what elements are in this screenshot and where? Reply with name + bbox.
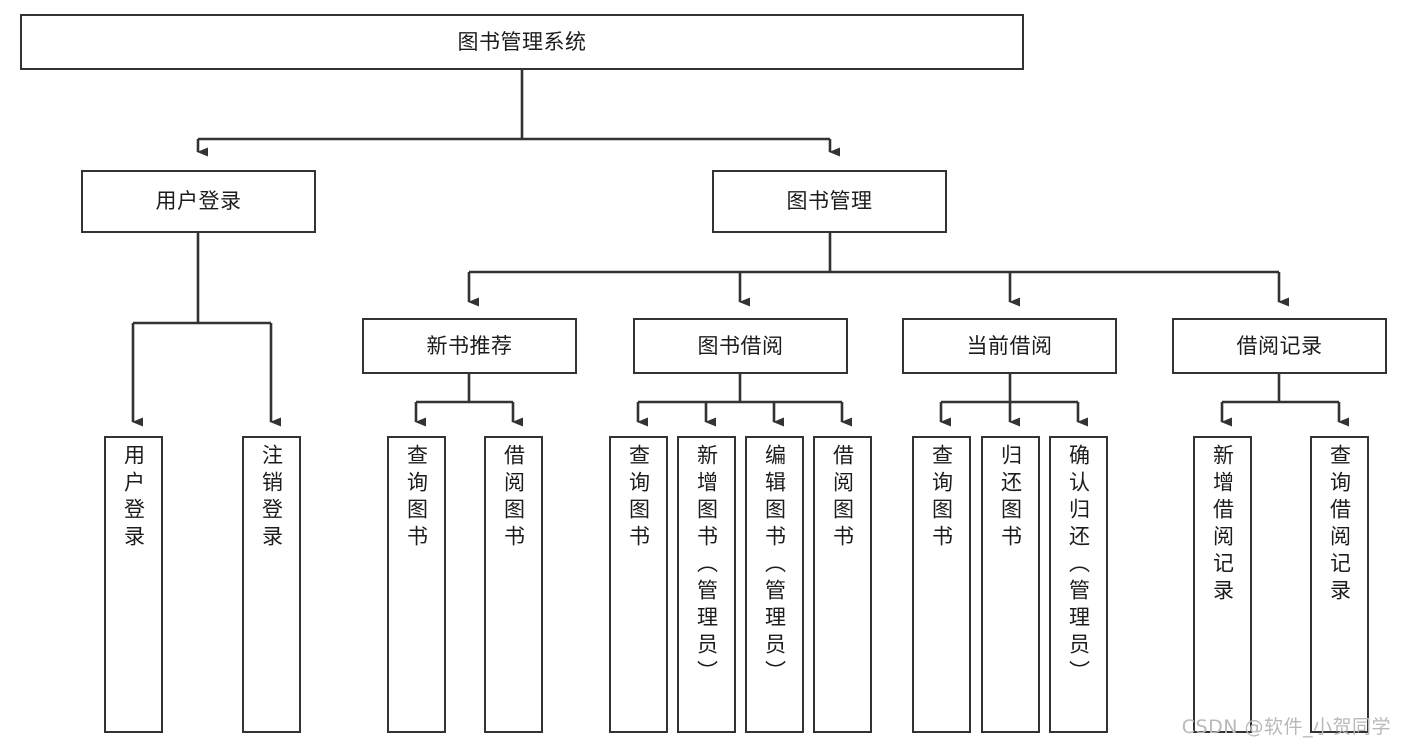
- node-leaf-add-record-label: 新增借阅记录: [1210, 444, 1235, 606]
- node-leaf-return-book[interactable]: 归还图书: [981, 436, 1040, 733]
- node-book-borrow-label: 图书借阅: [697, 333, 784, 358]
- node-leaf-return-book-label: 归还图书: [998, 444, 1023, 552]
- node-leaf-edit-book[interactable]: 编辑图书（管理员）: [745, 436, 804, 733]
- node-leaf-user-logout[interactable]: 注销登录: [242, 436, 301, 733]
- node-root-label: 图书管理系统: [457, 29, 587, 54]
- node-leaf-query-book-3[interactable]: 查询图书: [912, 436, 971, 733]
- node-leaf-user-logout-label: 注销登录: [259, 444, 284, 552]
- node-book-manage[interactable]: 图书管理: [712, 170, 947, 233]
- node-new-book-recommend[interactable]: 新书推荐: [362, 318, 577, 374]
- node-leaf-query-record[interactable]: 查询借阅记录: [1310, 436, 1369, 733]
- node-leaf-user-login-label: 用户登录: [121, 444, 146, 552]
- node-book-borrow[interactable]: 图书借阅: [633, 318, 848, 374]
- node-new-book-recommend-label: 新书推荐: [426, 333, 513, 358]
- node-leaf-query-book-1-label: 查询图书: [404, 444, 429, 552]
- node-leaf-borrow-book-2-label: 借阅图书: [830, 444, 855, 552]
- node-borrow-record-label: 借阅记录: [1236, 333, 1323, 358]
- node-current-borrow[interactable]: 当前借阅: [902, 318, 1117, 374]
- node-leaf-user-login[interactable]: 用户登录: [104, 436, 163, 733]
- node-leaf-confirm-return[interactable]: 确认归还（管理员）: [1049, 436, 1108, 733]
- node-book-manage-label: 图书管理: [786, 189, 873, 214]
- node-current-borrow-label: 当前借阅: [966, 333, 1053, 358]
- node-leaf-borrow-book-2[interactable]: 借阅图书: [813, 436, 872, 733]
- node-user-login-label: 用户登录: [155, 189, 242, 214]
- node-leaf-edit-book-label: 编辑图书（管理员）: [762, 444, 787, 687]
- node-borrow-record[interactable]: 借阅记录: [1172, 318, 1387, 374]
- node-leaf-confirm-return-label: 确认归还（管理员）: [1066, 444, 1091, 687]
- node-leaf-query-record-label: 查询借阅记录: [1327, 444, 1352, 606]
- node-leaf-add-book-label: 新增图书（管理员）: [694, 444, 719, 687]
- node-leaf-query-book-3-label: 查询图书: [929, 444, 954, 552]
- node-root[interactable]: 图书管理系统: [20, 14, 1024, 70]
- node-leaf-query-book-2[interactable]: 查询图书: [609, 436, 668, 733]
- node-leaf-query-book-1[interactable]: 查询图书: [387, 436, 446, 733]
- node-leaf-add-record[interactable]: 新增借阅记录: [1193, 436, 1252, 733]
- node-leaf-query-book-2-label: 查询图书: [626, 444, 651, 552]
- node-leaf-add-book[interactable]: 新增图书（管理员）: [677, 436, 736, 733]
- node-leaf-borrow-book-1-label: 借阅图书: [501, 444, 526, 552]
- node-leaf-borrow-book-1[interactable]: 借阅图书: [484, 436, 543, 733]
- node-user-login[interactable]: 用户登录: [81, 170, 316, 233]
